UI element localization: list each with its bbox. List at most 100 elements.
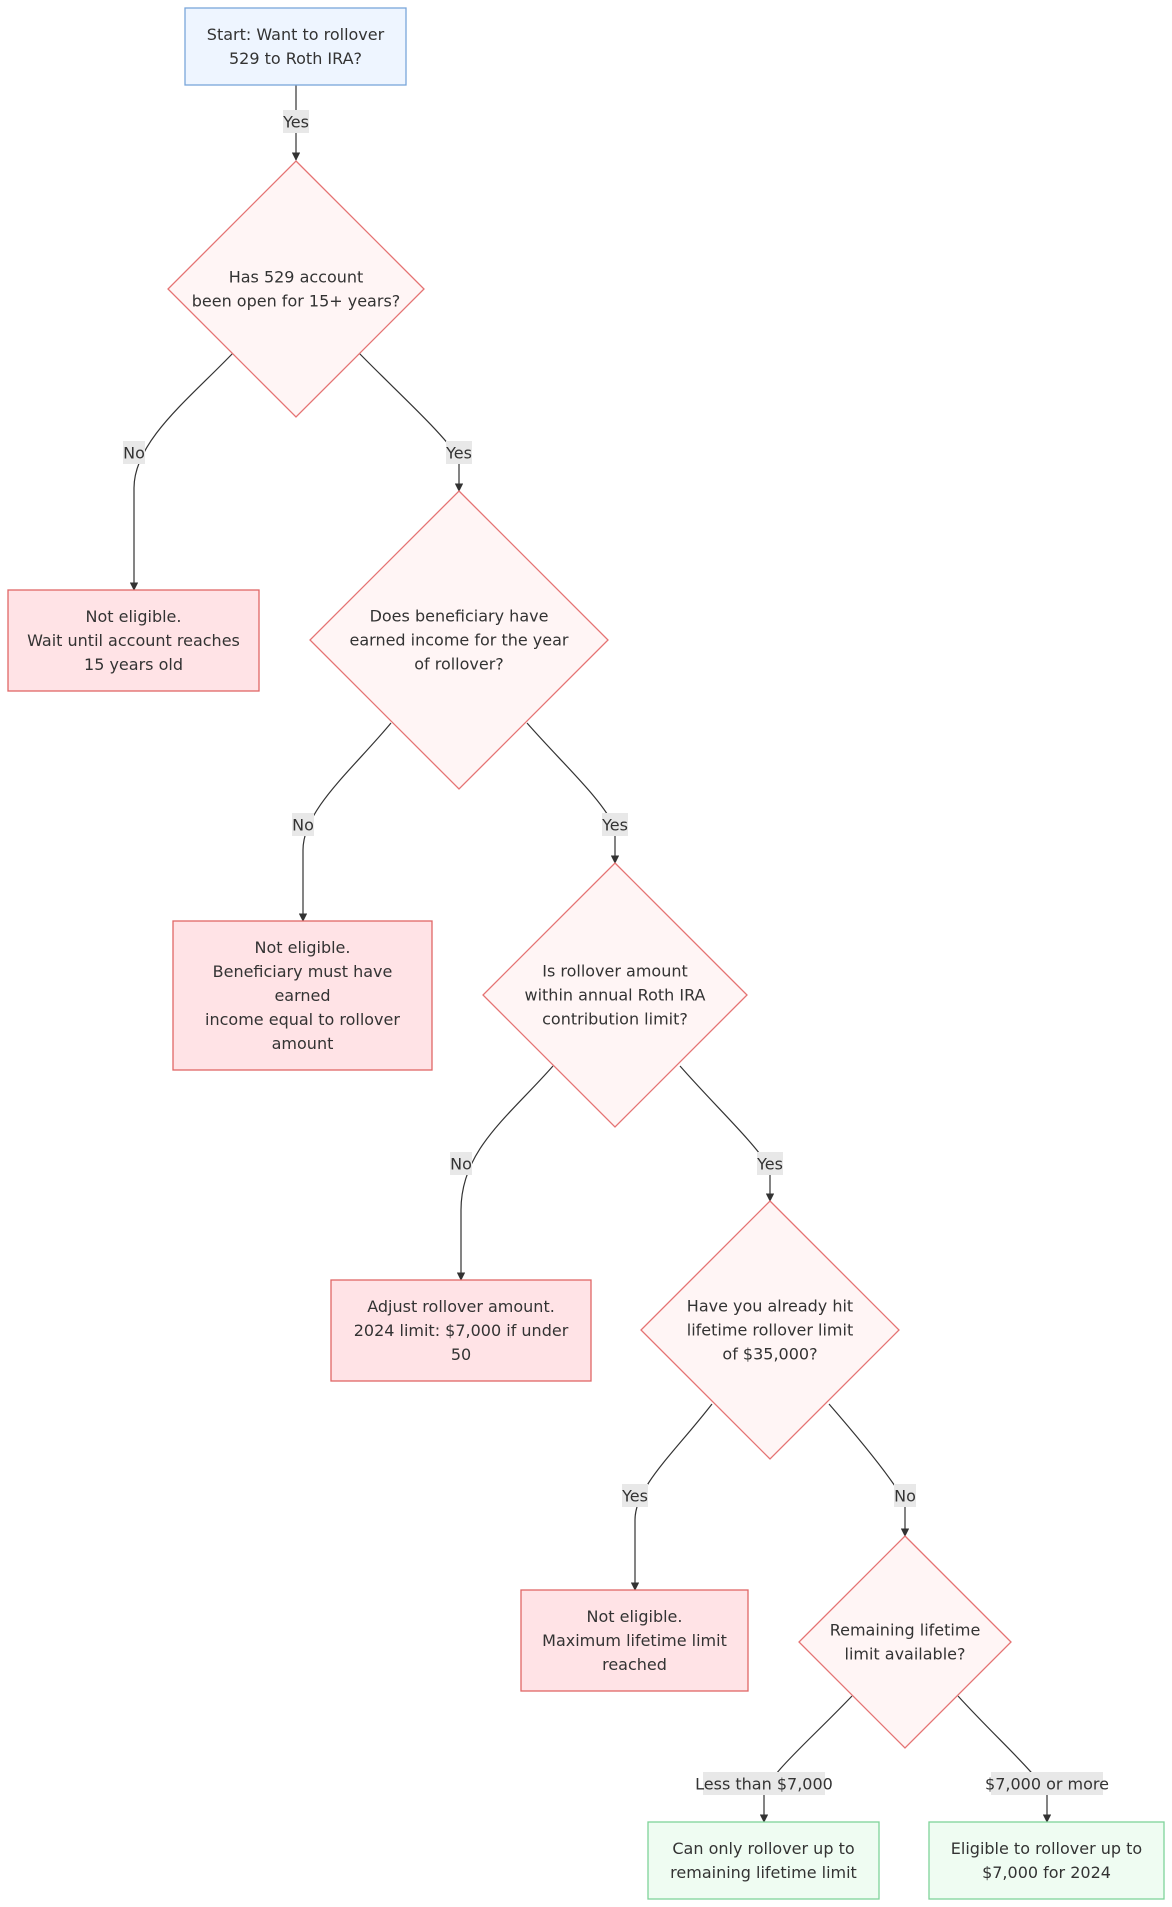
node-text-line: within annual Roth IRA [525,986,706,1005]
node-text-line: limit available? [845,1645,966,1664]
node-text-line: $7,000 for 2024 [982,1863,1111,1882]
edge-label-background [446,441,472,464]
node-text-line: reached [602,1655,667,1674]
node-text-line: Not eligible. [86,607,182,626]
edge-label-background [283,110,309,133]
edge-q-age-to-q-income [358,352,464,492]
edge-label-text: No [894,1487,916,1506]
node-ok-partial: Can only rollover up to remaining lifetim… [647,1821,880,1900]
node-text-line: Eligible to rollover up to [951,1839,1142,1858]
node-text-line: Not eligible. [255,938,351,957]
decision-diamond [167,160,425,418]
node-text-line: Adjust rollover amount. [367,1297,555,1316]
node-text-line: Have you already hit [687,1297,853,1316]
node-text-line: Maximum lifetime limit [542,1631,727,1650]
decision-diamond [482,862,748,1128]
node-fail-lifetime: Not eligible. Maximum lifetime limit reach… [520,1589,749,1692]
node-text-line: Does beneficiary have [370,607,549,626]
node-text-line: earned income for the year [350,631,569,650]
edge-q-remaining-to-ok-partial [759,1695,853,1823]
edge-label-q-lifetime-to-fail-lifetime: Yes [621,1484,648,1507]
edge-label-text: Less than $7,000 [695,1775,833,1794]
fail-box [172,920,433,1071]
node-text-line: Remaining lifetime [830,1621,981,1640]
edge-q-remaining-to-ok-full [957,1695,1052,1823]
fail-box [7,589,260,692]
edge-label-text: No [292,816,314,835]
node-text-line: of $35,000? [722,1345,817,1364]
edge-label-q-age-to-fail-age: No [123,441,145,464]
node-text-line: 50 [451,1345,471,1364]
edge-label-text: Yes [621,1487,648,1506]
edge-label-background [757,1152,783,1175]
decision-diamond [798,1535,1012,1749]
fail-box [330,1279,592,1382]
edge-label-q-lifetime-to-q-remaining: No [894,1484,916,1507]
node-text-line: Beneficiary must have [213,962,393,981]
node-q-age: Has 529 account been open for 15+ years? [167,160,425,418]
edge-label-text: Yes [445,444,472,463]
edge-label-q-annual-to-adjust: No [450,1152,472,1175]
edge-q-lifetime-to-fail-lifetime [630,1403,713,1591]
node-text-line: 529 to Roth IRA? [229,49,362,68]
node-text-line: been open for 15+ years? [192,292,401,311]
edge-label-q-income-to-q-annual: Yes [601,813,628,836]
edge-q-annual-to-q-lifetime [679,1065,775,1202]
decision-diamond [640,1200,900,1460]
node-text-line: amount [272,1034,334,1053]
node-text-line: earned [274,986,330,1005]
edge-label-q-age-to-q-income: Yes [445,441,472,464]
node-ok-full: Eligible to rollover up to $7,000 for 202… [928,1821,1165,1900]
edge-label-q-remaining-to-ok-partial: Less than $7,000 [695,1772,833,1795]
node-fail-age: Not eligible. Wait until account reaches 1… [7,589,260,692]
node-text-line: Has 529 account [229,268,364,287]
node-q-income: Does beneficiary have earned income for t… [309,490,609,790]
node-q-annual: Is rollover amount within annual Roth IRA… [482,862,748,1128]
start-box [184,7,407,86]
success-box [647,1821,880,1900]
node-adjust: Adjust rollover amount. 2024 limit: $7,00… [330,1279,592,1382]
edge-label-text: No [123,444,145,463]
edge-label-q-annual-to-q-lifetime: Yes [756,1152,783,1175]
node-text-line: income equal to rollover [205,1010,400,1029]
edge-label-text: Yes [756,1155,783,1174]
edge-label-text: $7,000 or more [985,1775,1109,1794]
node-text-line: 2024 limit: $7,000 if under [354,1321,569,1340]
edge-label-background [622,1484,648,1507]
edge-q-lifetime-to-q-remaining [828,1403,910,1537]
node-text-line: Can only rollover up to [672,1839,854,1858]
edge-q-age-to-fail-age [129,352,234,591]
node-text-line: Is rollover amount [542,962,688,981]
edge-label-background [602,813,628,836]
edge-label-background [450,1152,472,1175]
edge-label-background [292,813,314,836]
edge-label-background [703,1772,825,1795]
node-text-line: Wait until account reaches [27,631,240,650]
node-text-line: remaining lifetime limit [670,1863,857,1882]
node-q-remaining: Remaining lifetime limit available? [798,1535,1012,1749]
fail-box [520,1589,749,1692]
edge-label-start-to-q-age: Yes [282,110,309,133]
node-text-line: contribution limit? [542,1010,688,1029]
node-text-line: 15 years old [84,655,183,674]
node-fail-income: Not eligible. Beneficiary must have earned… [172,920,433,1071]
edge-label-text: Yes [282,113,309,132]
node-q-lifetime: Have you already hit lifetime rollover li… [640,1200,900,1460]
edge-label-background [894,1484,916,1507]
edge-label-q-remaining-to-ok-full: $7,000 or more [985,1772,1109,1795]
edge-label-text: No [450,1155,472,1174]
node-text-line: lifetime rollover limit [687,1321,853,1340]
decision-diamond [309,490,609,790]
edge-label-text: Yes [601,816,628,835]
node-text-line: of rollover? [414,655,504,674]
edge-label-q-income-to-fail-income: No [292,813,314,836]
edge-q-income-to-fail-income [298,722,392,922]
edge-label-background [991,1772,1103,1795]
edge-label-background [123,441,145,464]
success-box [928,1821,1165,1900]
node-text-line: Not eligible. [587,1607,683,1626]
